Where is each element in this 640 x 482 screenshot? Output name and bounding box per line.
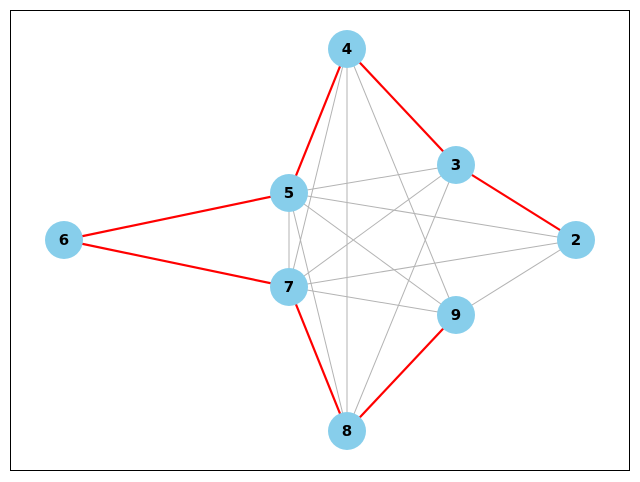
node-3: 3 [437, 146, 475, 184]
node-circle-9 [437, 296, 475, 334]
node-circle-8 [328, 412, 366, 450]
node-7: 7 [270, 268, 308, 306]
edge-8-9-highlighted [346, 314, 457, 432]
edge-2-9 [455, 239, 577, 316]
edge-4-3-highlighted [346, 48, 457, 166]
edge-3-2-highlighted [455, 164, 577, 241]
node-label-2: 2 [571, 231, 581, 249]
node-label-6: 6 [59, 231, 69, 249]
node-2: 2 [557, 221, 595, 259]
plot-frame [10, 10, 630, 471]
node-label-5: 5 [284, 184, 294, 202]
edge-7-8-highlighted [287, 286, 349, 432]
edge-3-8 [346, 164, 457, 432]
node-circle-3 [437, 146, 475, 184]
node-label-8: 8 [342, 422, 352, 440]
edges-layer [63, 48, 577, 432]
node-label-3: 3 [451, 156, 461, 174]
node-circle-6 [45, 221, 83, 259]
edge-5-9 [288, 192, 457, 316]
node-circle-4 [328, 30, 366, 68]
edge-7-9 [288, 286, 457, 316]
edge-4-5-highlighted [287, 48, 349, 194]
edge-5-8 [288, 192, 348, 432]
node-9: 9 [437, 296, 475, 334]
edge-5-2 [288, 192, 577, 241]
node-circle-7 [270, 268, 308, 306]
node-4: 4 [328, 30, 366, 68]
node-label-7: 7 [284, 278, 294, 296]
node-circle-5 [270, 174, 308, 212]
node-6: 6 [45, 221, 83, 259]
node-circle-2 [557, 221, 595, 259]
edge-6-7-highlighted [63, 238, 290, 289]
edge-4-9 [346, 48, 457, 316]
edge-5-3 [288, 164, 457, 194]
nodes-layer: 2 3 4 5 6 7 8 9 [45, 30, 595, 450]
node-label-9: 9 [451, 306, 461, 324]
edge-5-6-highlighted [63, 191, 290, 242]
edge-7-2 [288, 239, 577, 288]
node-5: 5 [270, 174, 308, 212]
edge-4-7 [288, 48, 348, 288]
node-8: 8 [328, 412, 366, 450]
edge-7-3 [288, 164, 457, 288]
node-label-4: 4 [342, 40, 352, 58]
